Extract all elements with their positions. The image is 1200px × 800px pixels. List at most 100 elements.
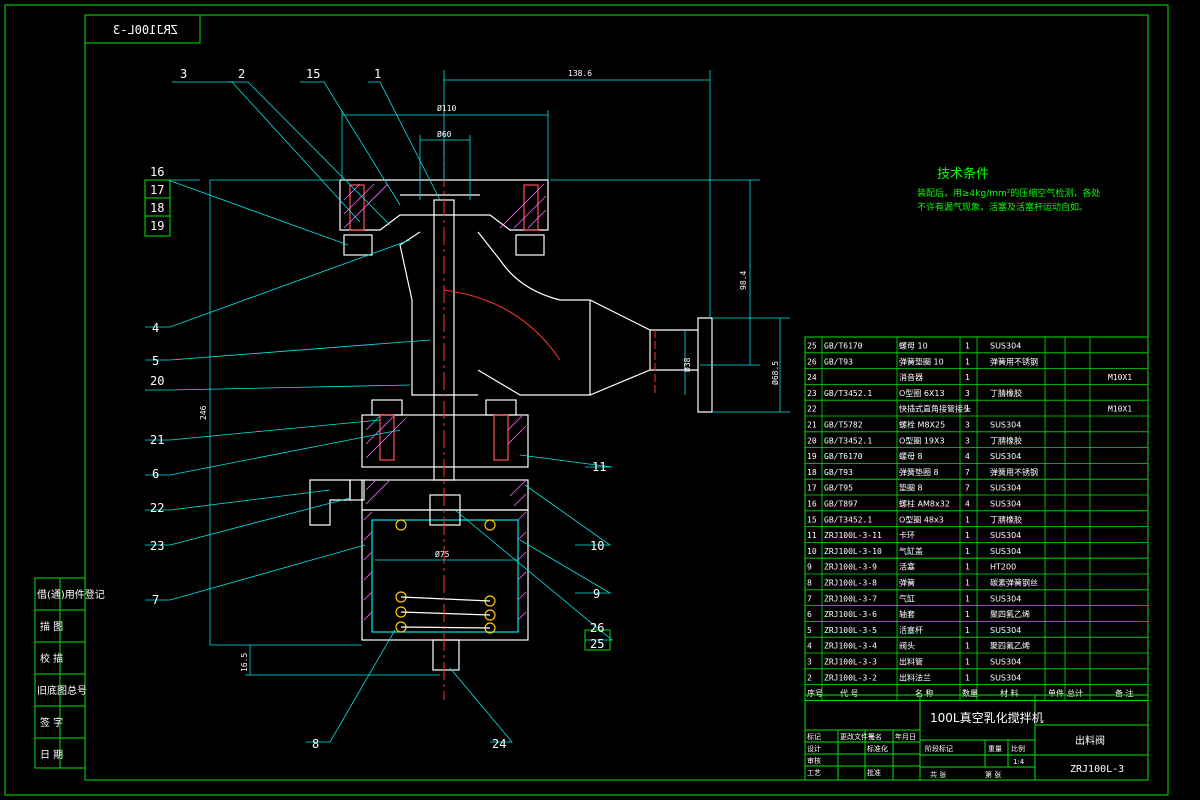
bom-cell-no: 17 (807, 484, 817, 493)
bom-cell-no: 16 (807, 500, 817, 509)
tb-sheets: 共 张 (930, 770, 946, 779)
centerlines (443, 140, 656, 700)
bom-cell-mat: 弹簧用不锈钢 (990, 356, 1038, 366)
bom-cell-mat: HT200 (990, 563, 1016, 572)
bom-cell-qty: 7 (965, 484, 970, 493)
mirrored-code: ZRJ100L-3 (113, 23, 178, 37)
bom-cell-qty: 3 (965, 436, 970, 445)
balloon-9: 9 (593, 587, 600, 601)
balloon-1: 1 (374, 67, 381, 81)
dimension-texts: 138.6 Ø110 Ø60 98.4 Ø38 Ø68.5 246 Ø75 16… (199, 69, 780, 672)
dimension-lines (209, 70, 790, 676)
bom-cell-code: ZRJ100L-3-10 (824, 547, 882, 556)
balloon-21: 21 (150, 433, 164, 447)
tb-mark: 标记 (807, 732, 821, 741)
balloon-3: 3 (180, 67, 187, 81)
bom-cell-note: M10X1 (1108, 405, 1132, 414)
bom-cell-no: 9 (807, 563, 812, 572)
bom-cell-code: ZRJ100L-3-2 (824, 673, 877, 682)
bom-cell-no: 11 (807, 531, 817, 540)
balloon-25: 25 (590, 637, 604, 651)
title-block: 100L真空乳化搅拌机 出料阀 ZRJ100L-3 标记 更改文件号 签名 年月… (804, 694, 1149, 781)
bom-cell-name: 弹簧垫圈 10 (899, 356, 944, 366)
bom-cell-mat: SUS304 (990, 342, 1021, 351)
bom-header-total: 总计 (1067, 688, 1083, 698)
bom-cell-qty: 1 (965, 610, 970, 619)
balloon-2: 2 (238, 67, 245, 81)
balloon-10: 10 (590, 539, 604, 553)
bom-cell-name: 弹簧 (899, 578, 915, 588)
bom-header-name: 名 称 (915, 688, 934, 698)
bom-cell-no: 7 (807, 594, 812, 603)
balloon-24: 24 (492, 737, 506, 751)
bom-cell-qty: 1 (965, 626, 970, 635)
tb-stage: 阶段标记 (925, 744, 953, 753)
bom-cell-name: O型圈 19X3 (899, 436, 945, 445)
leader-lines (145, 81, 614, 743)
bom-cell-code: GB/T5782 (824, 421, 863, 430)
bom-cell-name: 弹簧垫圈 8 (899, 467, 939, 477)
bom-cell-qty: 1 (965, 405, 970, 414)
strip-1: 描 图 (40, 620, 63, 633)
bom-cell-qty: 1 (965, 515, 970, 524)
bom-cell-name: 气缸盖 (899, 546, 923, 556)
bom-cell-name: 消音器 (899, 372, 923, 382)
bom-cell-no: 22 (807, 405, 817, 414)
bom-cell-code: ZRJ100L-3-6 (824, 610, 877, 619)
bom-header-mat: 材 料 (1000, 688, 1019, 698)
bom-cell-code: GB/T93 (824, 357, 853, 366)
balloon-20: 20 (150, 374, 164, 388)
bom-cell-no: 10 (807, 547, 817, 556)
drawing-code: ZRJ100L-3 (1070, 764, 1124, 775)
bom-cell-no: 18 (807, 468, 817, 477)
bom-cell-qty: 7 (965, 468, 970, 477)
dim-phi38: Ø38 (682, 357, 692, 372)
tech-line1: 装配后，用≥4kg/mm²的压缩空气检测，各处 (917, 187, 1100, 199)
bom-cell-qty: 1 (965, 594, 970, 603)
bom-cell-name: 活塞杆 (899, 625, 923, 635)
bom-cell-mat: 丁腈橡胶 (990, 388, 1022, 398)
balloon-labels: 3 2 15 1 16 17 18 19 4 5 20 21 6 22 23 7… (150, 67, 606, 751)
bom-cell-mat: 聚四氟乙烯 (990, 641, 1030, 651)
bom-cell-qty: 4 (965, 452, 970, 461)
tech-line2: 不许有漏气现象，活塞及活塞杆运动自如。 (917, 201, 1088, 213)
bom-cell-qty: 1 (965, 673, 970, 682)
strip-5: 日 期 (40, 749, 63, 761)
bom-cell-qty: 1 (965, 342, 970, 351)
code-box (84, 14, 201, 44)
tb-std: 标准化 (867, 744, 888, 753)
bom-cell-mat: SUS304 (990, 547, 1021, 556)
balloon-23: 23 (150, 539, 164, 553)
bom-cell-no: 6 (807, 610, 812, 619)
machine-name: 100L真空乳化搅拌机 (930, 710, 1044, 725)
balloon-4: 4 (152, 321, 159, 335)
bom-cell-qty: 1 (965, 563, 970, 572)
balloon-5: 5 (152, 354, 159, 368)
bom-cell-mat: 丁腈橡胶 (990, 435, 1022, 445)
bom-cell-name: 出料管 (899, 657, 923, 667)
bom-cell-no: 8 (807, 579, 812, 588)
bom-cell-name: 螺栓 M8X25 (899, 420, 945, 430)
tb-craft: 工艺 (807, 769, 821, 777)
bom-cell-code: ZRJ100L-3-4 (824, 642, 877, 651)
bom-cell-no: 19 (807, 452, 817, 461)
bom-header-unit: 单件 (1048, 688, 1064, 698)
bom-cell-code: ZRJ100L-3-3 (824, 658, 877, 667)
balloon-26: 26 (590, 621, 604, 635)
bom-cell-name: 气缸 (899, 593, 915, 603)
bom-cell-mat: SUS304 (990, 500, 1021, 509)
bom-cell-code: GB/T6170 (824, 452, 863, 461)
dim-phi75: Ø75 (435, 549, 450, 559)
bom-cell-no: 26 (807, 357, 817, 366)
bom-cell-mat: SUS304 (990, 673, 1021, 682)
bom-cell-mat: SUS304 (990, 452, 1021, 461)
bom-cell-name: 螺柱 AM8x32 (899, 499, 950, 509)
